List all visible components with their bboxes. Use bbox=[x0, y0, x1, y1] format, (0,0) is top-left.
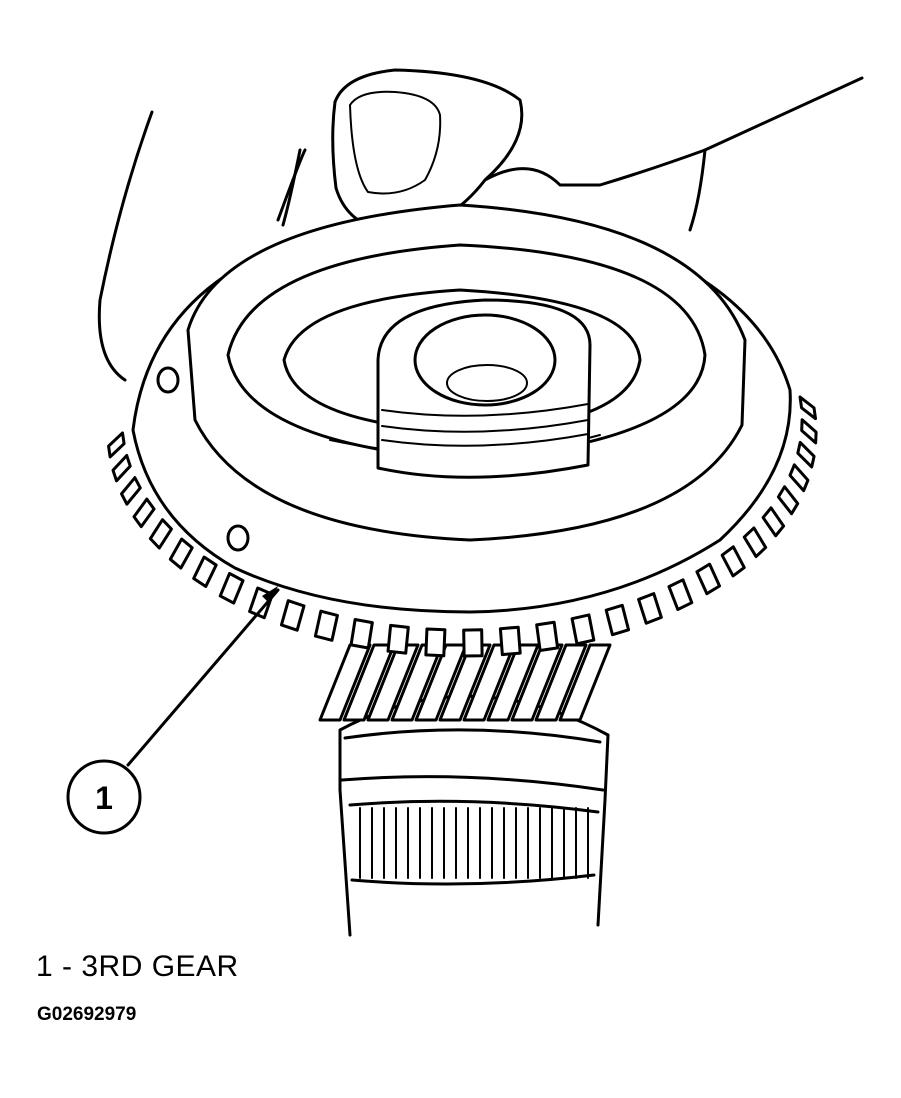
shaft bbox=[318, 643, 612, 937]
gear-tooth bbox=[720, 545, 746, 578]
gear-body bbox=[131, 203, 792, 614]
gear-tooth bbox=[798, 395, 818, 421]
gear-tooth bbox=[386, 623, 410, 655]
gear-tooth bbox=[800, 418, 818, 445]
gear-tooth bbox=[279, 599, 306, 632]
helical-tooth bbox=[534, 643, 588, 722]
gear-tooth bbox=[604, 603, 631, 637]
leader-line bbox=[126, 588, 280, 767]
legend-label: 1 - 3RD GEAR bbox=[36, 950, 239, 983]
gear-ring-teeth bbox=[107, 395, 818, 658]
callout-number: 1 bbox=[95, 780, 113, 816]
gear-tooth bbox=[695, 562, 722, 596]
gear-tooth bbox=[349, 617, 374, 650]
callout-1: 1 bbox=[66, 586, 280, 835]
gear-tooth bbox=[168, 537, 194, 570]
gear-tooth bbox=[535, 620, 560, 652]
gear-tooth bbox=[218, 571, 245, 605]
gear-tooth bbox=[742, 526, 768, 559]
figure-id: G02692979 bbox=[37, 1004, 137, 1025]
gear-tooth bbox=[498, 625, 522, 657]
helical-tooth bbox=[366, 643, 420, 722]
gear-tooth bbox=[570, 613, 596, 646]
arrowhead-icon bbox=[262, 586, 278, 604]
gear-tooth bbox=[667, 578, 694, 611]
gear-tooth bbox=[424, 627, 447, 658]
gear-tooth bbox=[761, 506, 786, 538]
gear-tooth bbox=[111, 453, 132, 483]
gear-tooth bbox=[796, 440, 816, 469]
gear-tooth bbox=[132, 497, 156, 529]
gear-tooth bbox=[776, 485, 800, 516]
gear-tooth bbox=[192, 555, 218, 588]
helical-tooth bbox=[414, 643, 468, 722]
helical-tooth bbox=[558, 643, 612, 722]
gear-tooth bbox=[637, 592, 663, 625]
gear-tooth bbox=[462, 628, 484, 658]
callout-circle bbox=[66, 759, 142, 835]
gear-tooth bbox=[148, 518, 173, 550]
gear-tooth bbox=[107, 431, 126, 459]
gear-tooth bbox=[120, 476, 142, 506]
helical-gear-teeth bbox=[318, 643, 612, 722]
gear-tooth bbox=[313, 609, 339, 642]
gear-tooth bbox=[788, 463, 810, 493]
shaft-splines bbox=[359, 807, 589, 879]
helical-tooth bbox=[486, 643, 540, 722]
